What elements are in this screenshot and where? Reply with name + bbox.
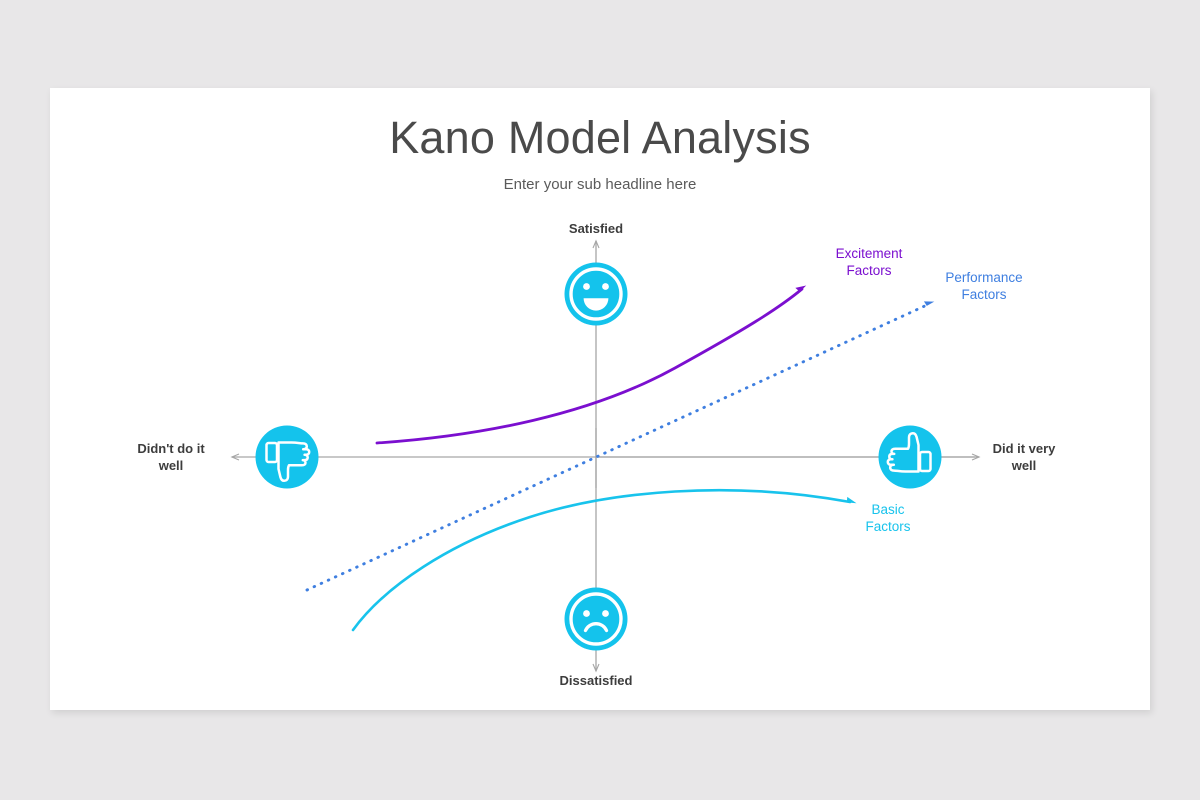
sad-face-icon	[564, 587, 628, 651]
happy-face-icon	[564, 262, 628, 326]
x-axis-left-label: Didn't do it well	[137, 441, 205, 473]
x-axis-left-label-line2: well	[158, 458, 184, 473]
x-axis-right-label: Did it very well	[993, 441, 1057, 473]
basic-factors-label-line1: Basic	[871, 502, 904, 517]
curve-excitement-factors	[375, 285, 807, 445]
basic-factors-label-line2: Factors	[865, 519, 910, 534]
page-title: Kano Model Analysis	[389, 112, 811, 163]
excitement-factors-label-line1: Excitement	[836, 246, 903, 261]
performance-factors-label-line2: Factors	[961, 287, 1006, 302]
performance-factors-label-line1: Performance	[945, 270, 1022, 285]
excitement-factors-curve-path	[375, 285, 807, 445]
x-axis-right-label-line2: well	[1011, 458, 1037, 473]
y-axis-top-label: Satisfied	[569, 221, 623, 236]
x-axis-right-label-line1: Did it very	[993, 441, 1057, 456]
x-axis-left-label-line1: Didn't do it	[137, 441, 205, 456]
label-basic-factors: Basic Factors	[865, 502, 910, 534]
curve-basic-factors	[351, 488, 857, 632]
thumbs-down-icon	[255, 425, 319, 489]
page-subtitle: Enter your sub headline here	[503, 176, 697, 193]
performance-factors-curve-path	[305, 301, 935, 592]
thumbs-up-icon	[878, 425, 942, 489]
curve-performance-factors	[305, 301, 935, 592]
slide-card: Kano Model Analysis Enter your sub headl…	[50, 88, 1150, 710]
basic-factors-curve-path	[351, 488, 857, 632]
label-excitement-factors: Excitement Factors	[836, 246, 903, 278]
label-performance-factors: Performance Factors	[945, 270, 1022, 302]
excitement-factors-label-line2: Factors	[846, 263, 891, 278]
y-axis-bottom-label: Dissatisfied	[560, 673, 633, 688]
kano-model-diagram: Excitement Factors Performance Factors B…	[137, 221, 1057, 688]
